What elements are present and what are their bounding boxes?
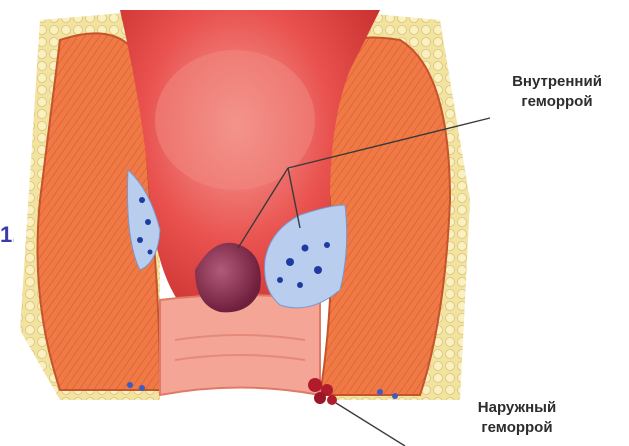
internal-label-line1: Внутренний — [492, 72, 622, 92]
external-hemorrhoid-label: Наружный геморрой — [452, 398, 582, 438]
edge-mark: 1. — [0, 222, 14, 248]
internal-hemorrhoid-label: Внутренний геморрой — [492, 72, 622, 112]
internal-label-line2: геморрой — [492, 92, 622, 112]
external-label-line2: геморрой — [452, 418, 582, 438]
external-label-line1: Наружный — [452, 398, 582, 418]
